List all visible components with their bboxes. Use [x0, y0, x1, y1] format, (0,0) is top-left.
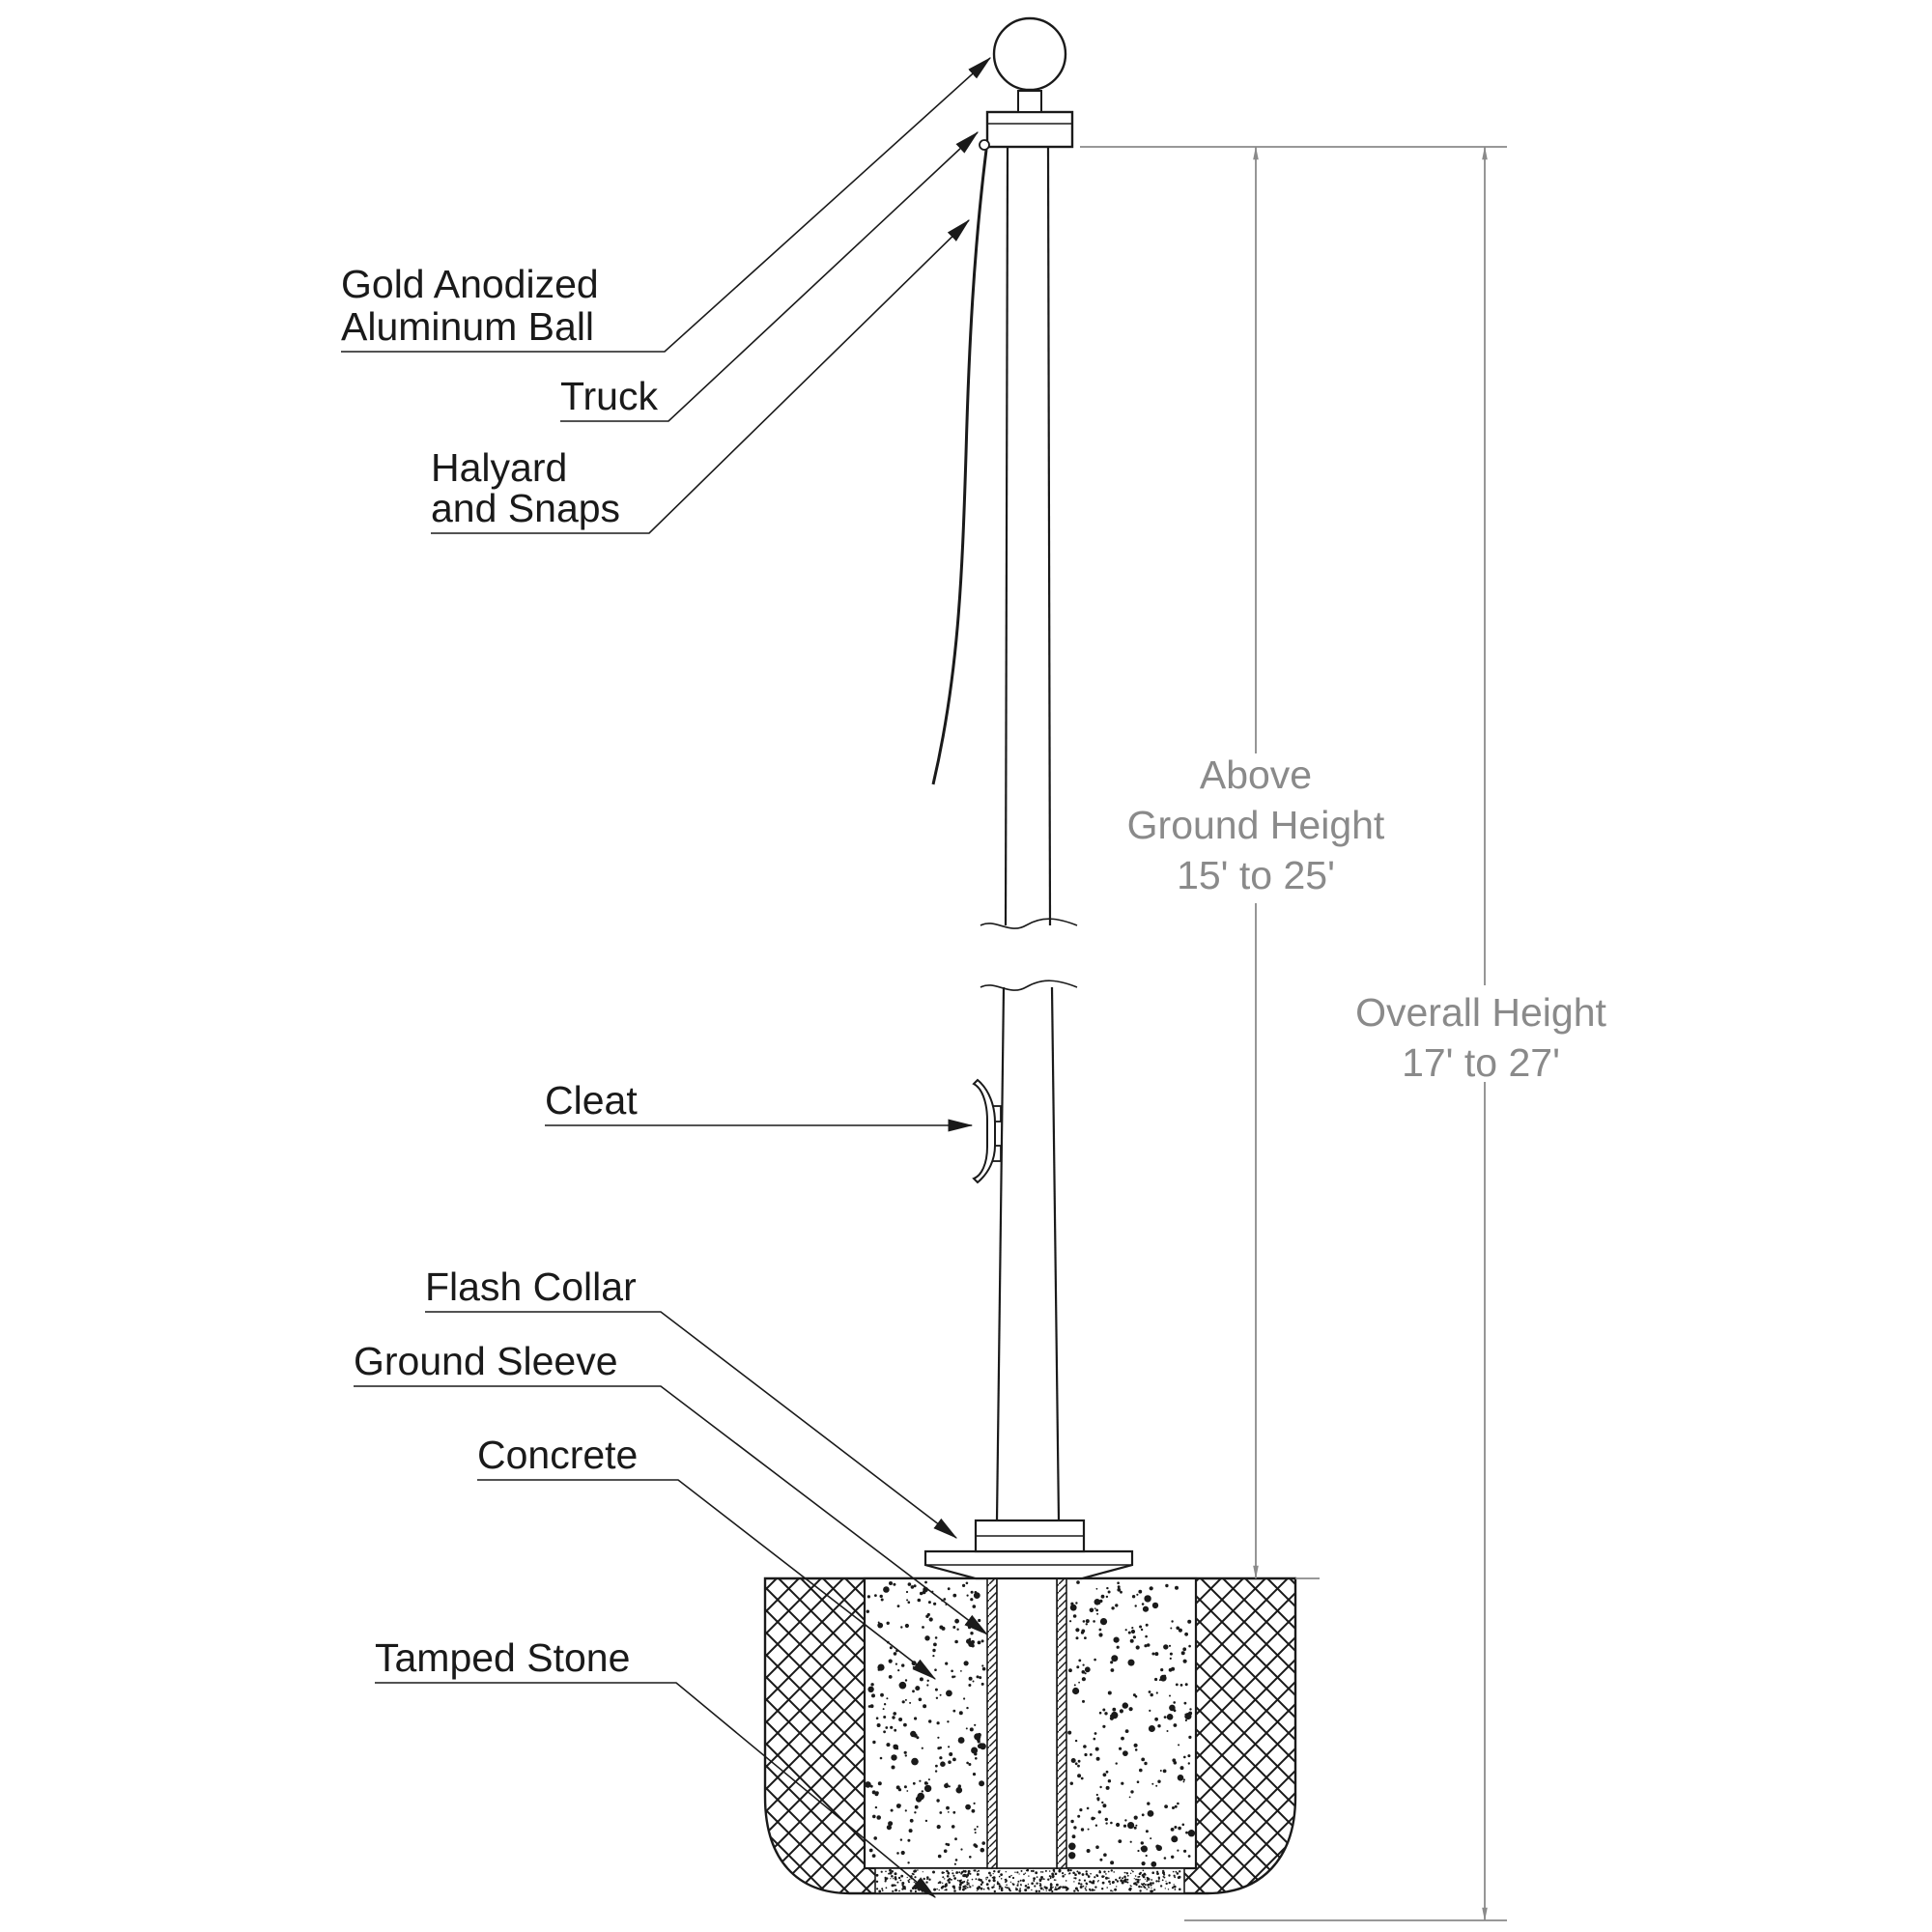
dim-above-line2: Ground Height	[1127, 803, 1385, 847]
label-flash-collar: Flash Collar	[425, 1264, 637, 1309]
dimension-labels: Above Ground Height 15' to 25' Overall H…	[1127, 753, 1607, 1085]
dim-overall-line2: 17' to 27'	[1402, 1040, 1560, 1085]
flash-collar	[923, 1519, 1134, 1580]
truck	[979, 110, 1074, 151]
label-truck: Truck	[560, 374, 658, 418]
ground-sleeve-right	[1056, 1577, 1067, 1869]
dim-above-line3: 15' to 25'	[1177, 853, 1335, 897]
label-ball-line1: Gold Anodized	[341, 262, 599, 306]
halyard-rope	[931, 149, 988, 785]
dimension-lines	[1080, 146, 1507, 1921]
label-ball-line2: Aluminum Ball	[341, 304, 594, 349]
gold-ball	[992, 16, 1067, 113]
component-labels: Gold Anodized Aluminum Ball Truck Halyar…	[341, 262, 658, 1680]
label-tamped-stone: Tamped Stone	[375, 1635, 630, 1680]
foundation	[763, 1577, 1507, 1921]
cleat	[972, 1078, 1002, 1184]
concrete-speckles	[865, 1580, 1196, 1867]
label-ground-sleeve: Ground Sleeve	[354, 1339, 618, 1383]
dim-overall-line1: Overall Height	[1355, 990, 1606, 1035]
leader-lines	[341, 57, 991, 1898]
label-cleat: Cleat	[545, 1078, 638, 1122]
ground-sleeve-left	[986, 1577, 998, 1869]
label-halyard-line1: Halyard	[431, 445, 567, 490]
label-halyard-line2: and Snaps	[431, 486, 620, 530]
flagpole-shaft	[980, 146, 1078, 1521]
dim-above-line1: Above	[1200, 753, 1312, 797]
label-concrete: Concrete	[477, 1433, 638, 1477]
buried-pole	[996, 1577, 1058, 1869]
